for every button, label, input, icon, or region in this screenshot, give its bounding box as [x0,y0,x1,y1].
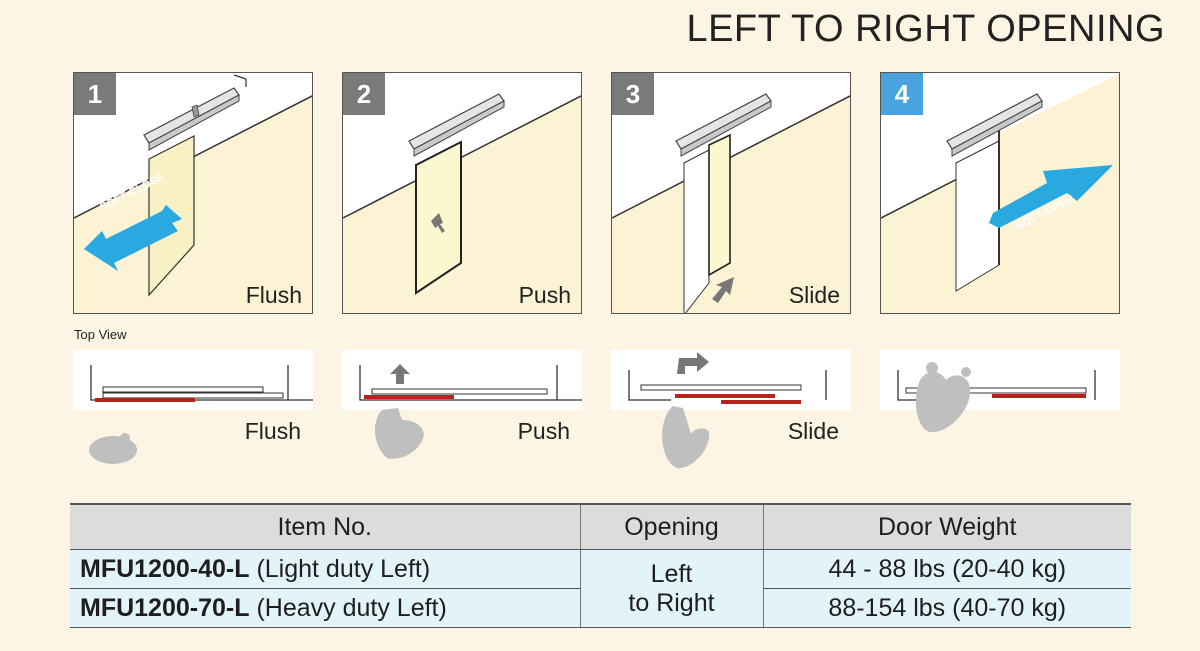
opening-line-2: to Right [628,588,715,617]
soft-open-illustration [881,73,1119,313]
flush-illustration [74,74,312,313]
step-panel-4: 4 [880,72,1120,314]
push-arrow-icon [390,364,410,384]
top-view-push: Push [342,350,582,470]
item-cell: MFU1200-70-L (Heavy duty Left) [70,588,580,628]
top-view-diagram [73,350,313,464]
top-view-diagram [611,350,851,469]
push-arrow-icon [431,213,445,233]
opening-line-1: Left [650,559,693,588]
step-panel-1: 1 Flush [73,72,313,314]
header-item-no: Item No. [70,503,580,550]
door-weight-cell: 88-154 lbs (40-70 kg) [762,588,1131,628]
step-number-badge: 4 [881,73,923,115]
top-view-slide: Slide [611,350,851,470]
push-illustration [343,74,581,313]
header-opening: Opening [579,503,763,550]
item-cell: MFU1200-40-L (Light duty Left) [70,549,580,589]
model-description: (Light duty Left) [256,554,431,583]
step-panel-3: 3 Slide [611,72,851,314]
table-row: MFU1200-70-L (Heavy duty Left) 88-154 lb… [70,588,1131,628]
model-number: MFU1200-70-L [80,593,250,622]
step-label: Push [518,282,571,308]
header-door-weight: Door Weight [762,503,1131,550]
table-header-row: Item No. Opening Door Weight [70,503,1131,550]
model-description: (Heavy duty Left) [256,593,447,622]
model-number: MFU1200-40-L [80,554,250,583]
top-view-diagram [880,350,1120,433]
step-number-badge: 1 [74,73,116,115]
top-view-flush: Flush [73,350,313,470]
step-label: Flush [245,282,302,308]
step-number-badge: 3 [612,73,654,115]
page-title: LEFT TO RIGHT OPENING [686,8,1165,50]
slide-arrow-icon [677,352,709,374]
slide-illustration [612,74,850,313]
top-view-diagram [342,350,582,459]
top-view-label: Slide [787,418,839,444]
slide-arrow-icon [712,277,734,303]
step-panel-2: 2 Push [342,72,582,314]
step-number-badge: 2 [343,73,385,115]
top-view-label: Push [517,418,570,444]
spec-table: Item No. Opening Door Weight MFU1200-40-… [70,503,1131,628]
top-view-soft-open [880,350,1120,470]
top-view-heading: Top View [74,327,127,342]
door-weight-cell: 44 - 88 lbs (20-40 kg) [762,549,1131,589]
step-label: Slide [788,282,840,308]
top-view-label: Flush [244,418,301,444]
